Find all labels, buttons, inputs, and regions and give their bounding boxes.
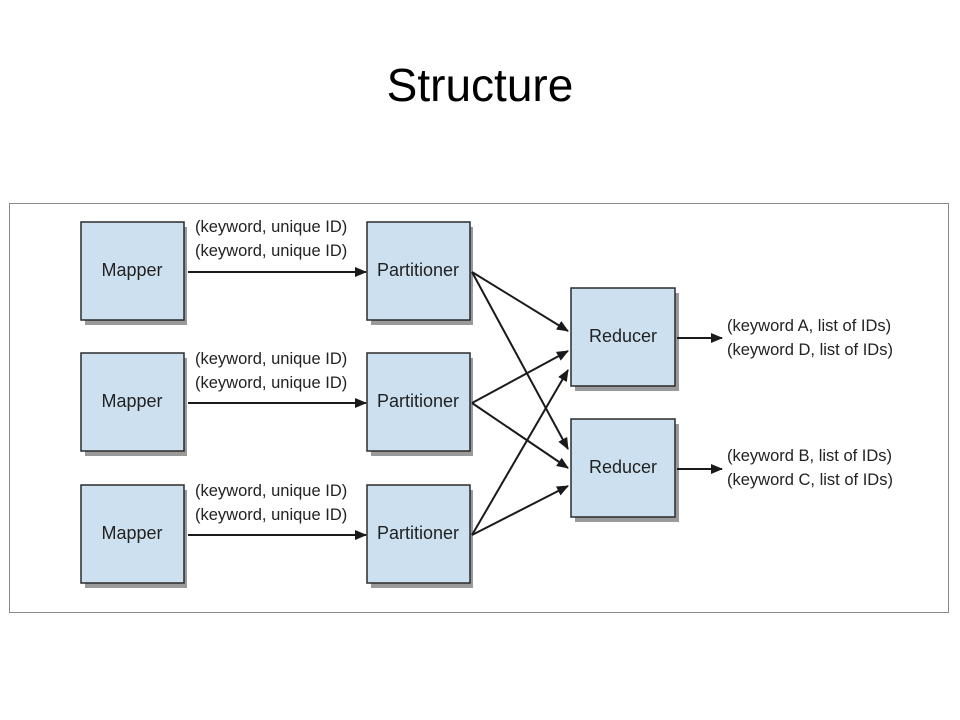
mapper-box-1: Mapper [80,221,185,321]
partitioner-label-3: Partitioner [377,523,459,543]
mapper-box-2: Mapper [80,352,185,452]
diagram-frame: Mapper Mapper Mapper Partitioner Partiti… [9,203,949,613]
mapper2-emit-1: (keyword, unique ID) [195,350,347,368]
edge-partitioner1-reducer2 [471,271,569,450]
reducer1-output-1: (keyword A, list of IDs) [727,317,891,335]
edge-partitioner2-reducer1 [471,350,569,404]
edge-partitioner3-reducer1 [471,369,569,536]
edge-partitioner2-reducer2 [471,402,569,469]
partitioner-box-1: Partitioner [366,221,471,321]
partitioner-label-1: Partitioner [377,260,459,280]
reducer-output-labels: (keyword A, list of IDs) (keyword D, lis… [727,317,893,489]
slide-title: Structure [386,59,574,111]
reducer-label-2: Reducer [589,457,657,477]
mapper1-emit-1: (keyword, unique ID) [195,218,347,236]
partitioner-box-3: Partitioner [366,484,471,584]
reducer2-output-1: (keyword B, list of IDs) [727,447,892,465]
reducer-label-1: Reducer [589,326,657,346]
reducer2-output-2: (keyword C, list of IDs) [727,471,893,489]
partitioner-label-2: Partitioner [377,391,459,411]
reducer1-output-2: (keyword D, list of IDs) [727,341,893,359]
mapper-box-3: Mapper [80,484,185,584]
reducer-box-1: Reducer [570,287,676,387]
edge-partitioner3-reducer2 [471,485,569,536]
mapper2-emit-2: (keyword, unique ID) [195,374,347,392]
mapreduce-diagram: Mapper Mapper Mapper Partitioner Partiti… [80,218,893,588]
mapper-label-2: Mapper [101,391,162,411]
mapper-label-1: Mapper [101,260,162,280]
mapper-label-3: Mapper [101,523,162,543]
reducer-box-2: Reducer [570,418,676,518]
mapper1-emit-2: (keyword, unique ID) [195,242,347,260]
partitioner-box-2: Partitioner [366,352,471,452]
edges [188,267,723,540]
mapper3-emit-1: (keyword, unique ID) [195,482,347,500]
edge-partitioner1-reducer1 [471,271,569,332]
mapper3-emit-2: (keyword, unique ID) [195,506,347,524]
mapper-emit-labels: (keyword, unique ID) (keyword, unique ID… [195,218,347,524]
